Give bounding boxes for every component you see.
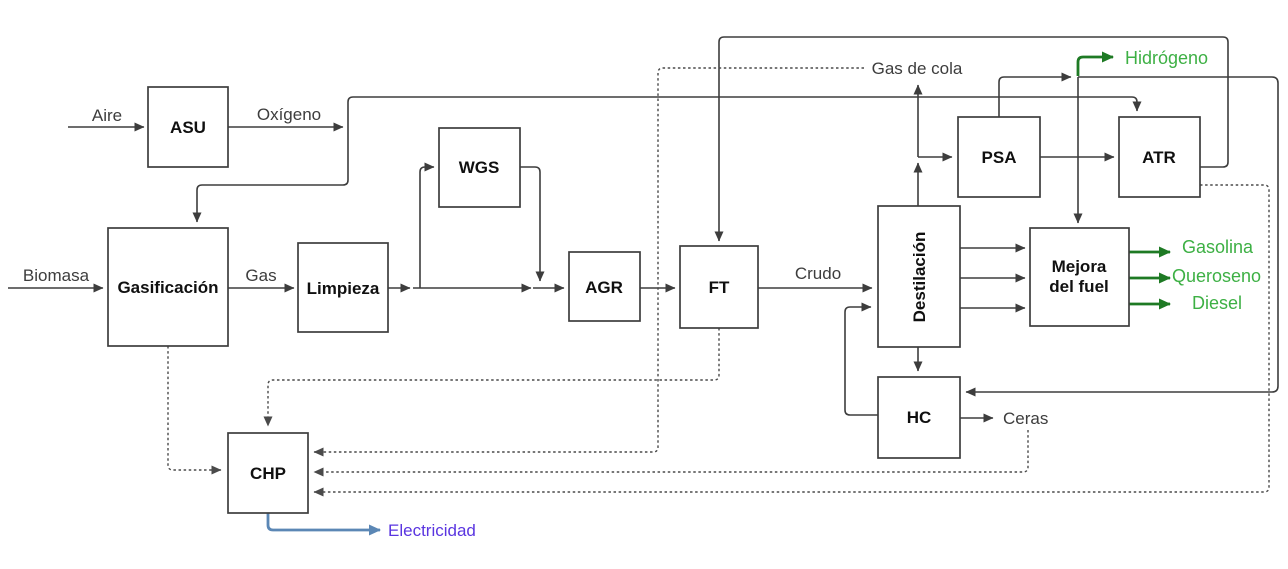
mejora-del-fuel-label-line2: del fuel	[1049, 277, 1109, 296]
hidrogeno-label: Hidrógeno	[1125, 48, 1208, 68]
psa-label: PSA	[982, 148, 1017, 167]
chp-box	[227, 432, 309, 514]
limpieza-label: Limpieza	[307, 279, 380, 298]
flow-oxigeno-to-gasificacion	[192, 127, 349, 223]
chp-label: CHP	[250, 464, 286, 483]
heat-atr-to-chp	[313, 184, 1270, 497]
wgs-box	[438, 127, 521, 208]
gasificacion-label: Gasificación	[117, 278, 218, 297]
mejora-del-fuel-label-line1: Mejora	[1052, 257, 1107, 276]
hc-box	[877, 376, 961, 459]
hc-label: HC	[907, 408, 932, 427]
psa-box	[957, 116, 1041, 198]
flow-wgs-return	[520, 166, 545, 282]
asu-label: ASU	[170, 118, 206, 137]
mejora-del-fuel-box	[1029, 227, 1130, 327]
gas-de-cola-label: Gas de cola	[872, 59, 963, 78]
flow-atr-recycle-to-ft	[714, 36, 1229, 242]
limpieza-box	[297, 242, 389, 333]
flow-electricidad	[266, 513, 381, 536]
heat-ft-to-chp	[263, 328, 720, 427]
queroseno-label: Queroseno	[1172, 266, 1261, 286]
oxigeno-label: Oxígeno	[257, 105, 321, 124]
flow-hidrogeno-product	[1076, 51, 1114, 76]
aire-label: Aire	[92, 106, 122, 125]
destilacion-box	[877, 205, 961, 348]
electricidad-label: Electricidad	[388, 521, 476, 540]
gasificacion-box	[107, 227, 229, 347]
asu-box	[147, 86, 229, 168]
ceras-label: Ceras	[1003, 409, 1048, 428]
destilacion-label: Destilación	[910, 232, 929, 323]
wgs-label: WGS	[459, 158, 500, 177]
diesel-label: Diesel	[1192, 293, 1242, 313]
ft-label: FT	[709, 278, 730, 297]
flow-psa-hydrogen-out	[998, 72, 1072, 117]
ft-box	[679, 245, 759, 329]
flow-hydrogen-to-hc	[965, 76, 1279, 397]
heat-gasificacion-to-chp	[167, 346, 222, 475]
gasolina-label: Gasolina	[1182, 237, 1254, 257]
flow-to-wgs	[419, 162, 435, 288]
heat-ceras-to-chp	[313, 430, 1029, 477]
atr-box	[1118, 116, 1201, 198]
flow-hc-recycle-to-dest	[844, 302, 878, 416]
flow-oxigeno-to-atr	[347, 96, 1142, 127]
crudo-label: Crudo	[795, 264, 841, 283]
agr-label: AGR	[585, 278, 623, 297]
gas-label: Gas	[245, 266, 276, 285]
atr-label: ATR	[1142, 148, 1176, 167]
agr-box	[568, 251, 641, 322]
biomasa-label: Biomasa	[23, 266, 90, 285]
